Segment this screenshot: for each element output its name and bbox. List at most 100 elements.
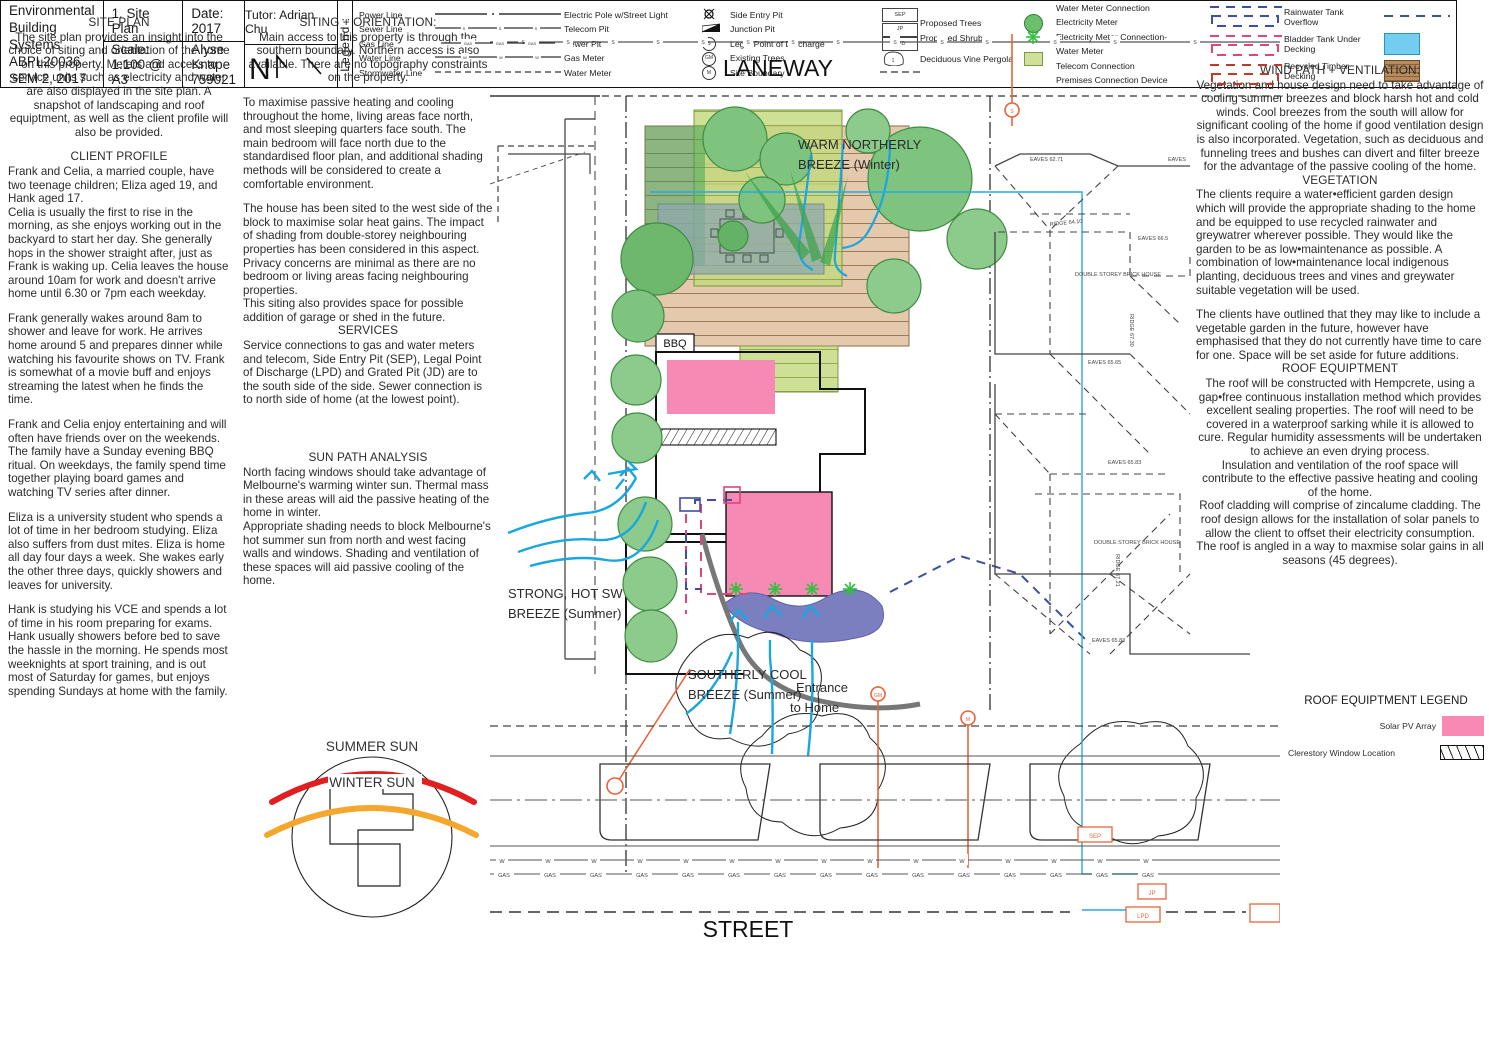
legend-label: Legend :	[338, 16, 352, 72]
legend-item: Water Meter	[1056, 44, 1284, 59]
meter-boxes-blue	[679, 497, 701, 512]
sun-path-p1: North facing windows should take advanta…	[243, 465, 490, 520]
bladder-tank-icon	[1384, 33, 1420, 55]
roof-legend-title: ROOF EQUIPTMENT LEGEND	[1304, 694, 1468, 707]
telecom-connection	[694, 494, 734, 504]
svg-text:W: W	[1143, 859, 1149, 865]
electricity-service-lines	[606, 34, 1020, 874]
svg-text:W: W	[535, 55, 539, 60]
proposed-tree	[867, 126, 973, 232]
legend-item: Recycled Timber Decking	[1284, 58, 1452, 84]
legend-item: Water Line W W W	[359, 52, 564, 66]
legend-label-text: Telecom Connection	[1056, 60, 1135, 71]
svg-text:EAVES 62.71: EAVES 62.71	[1030, 157, 1063, 163]
north-arrow: N	[245, 45, 337, 88]
proposed-tree	[617, 496, 673, 552]
southerly-breeze-label-1: SOUTHERLY COOL	[688, 667, 807, 682]
neighbour-properties-east	[994, 153, 1250, 655]
legend-item: Power Line	[359, 8, 564, 22]
proposed-tree	[717, 220, 749, 252]
legend-item: Gas Meter GM	[564, 51, 730, 66]
water-meter-connection-icon	[1210, 2, 1282, 14]
svg-text:GAS: GAS	[636, 873, 648, 879]
svg-text:GAS: GAS	[820, 873, 832, 879]
tutor-name: Tutor: Adrian Chu	[245, 1, 337, 45]
vegetation-heading: VEGETATION	[1302, 172, 1378, 187]
summer-label-bg	[320, 738, 430, 753]
svg-text:W: W	[683, 859, 689, 865]
roof-legend-item-clerestory: Clerestory Window Location	[1288, 745, 1484, 760]
svg-text:S: S	[701, 40, 705, 46]
legend-label-text: Power Line	[359, 9, 403, 20]
proposed-tree	[624, 609, 678, 663]
services-heading: SERVICES	[337, 323, 399, 338]
svg-text:RIDGE 67.30: RIDGE 67.30	[1128, 314, 1134, 347]
svg-text:S: S	[1113, 40, 1117, 46]
client-profile-p3: Frank generally wakes around 8am to show…	[8, 311, 225, 407]
svg-text:EAVES 65.65: EAVES 65.65	[1088, 360, 1121, 366]
extra-pit-box	[1249, 903, 1280, 923]
svg-text:S: S	[746, 40, 750, 46]
sw-breeze-label-2: BREEZE (Summer)	[508, 606, 621, 621]
svg-text:GAS: GAS	[866, 873, 878, 879]
proposed-tree	[622, 556, 678, 612]
jp-pit-box	[1137, 883, 1167, 900]
svg-text:M: M	[966, 717, 970, 723]
pergola-swatch-icon	[1024, 51, 1043, 66]
solar-pv-array-lower	[725, 491, 833, 597]
sw-breeze-label-1: STRONG, HOT SW	[508, 586, 623, 601]
legend-item: Water Meter M	[564, 66, 730, 80]
svg-text:W: W	[637, 859, 643, 865]
svg-text:S: S	[1053, 40, 1057, 46]
svg-text:GAS: GAS	[496, 41, 505, 46]
legend-label-text: Side Entry Pit	[730, 9, 783, 20]
title-block: Environmental Building Systems ABPL20036…	[0, 0, 1457, 88]
legend-item: Deciduous Vine Pergola	[920, 46, 1056, 72]
sewer-line-symbol: S S S	[435, 24, 561, 34]
water-meter-code: M	[706, 69, 712, 76]
legend-item: Electric Pole w/Street Light	[564, 8, 730, 22]
legend-label-text: Rainwater Tank Overflow	[1284, 7, 1344, 27]
winter-sun-arc	[264, 805, 479, 838]
legend-item: Site Boundary	[730, 66, 920, 80]
legend-label-text: Electric Pole w/Street Light	[564, 9, 668, 20]
sheet-date: Date: 2017	[183, 1, 244, 42]
svg-text:RIDGE 64.10: RIDGE 64.10	[1050, 219, 1083, 228]
siting-p3: The house has been sited to the west sid…	[243, 202, 493, 297]
course-code: ABPL20036	[9, 53, 81, 69]
driveway-path	[699, 533, 921, 711]
svg-text:DOUBLE STOREY BRICK HOUSE: DOUBLE STOREY BRICK HOUSE	[1094, 540, 1180, 546]
wind-body: Vegetation and house design need to take…	[1196, 78, 1484, 174]
svg-text:EAVES 65.83: EAVES 65.83	[1108, 460, 1141, 466]
legend-item: Existing Trees 1	[730, 51, 920, 67]
proposed-tree	[610, 354, 662, 406]
svg-text:1: 1	[892, 58, 895, 64]
site-plan-body: The site plan provides an insight into t…	[8, 30, 230, 139]
wind-heading: WIND PATH + VENTILATION:	[1259, 63, 1421, 77]
service-connections	[685, 494, 1091, 645]
svg-text:RIDGE 67.21: RIDGE 67.21	[1114, 554, 1120, 587]
side-entry-pit-icon: SEP	[882, 8, 918, 22]
legend-label-text: Sewer Pit	[564, 38, 602, 49]
svg-text:GAS: GAS	[1004, 873, 1016, 879]
siting-p4: This siting also provides space for poss…	[243, 297, 464, 324]
warm-breeze-fan	[745, 170, 848, 266]
svg-text:W: W	[545, 859, 551, 865]
sheet-author: Alyse Knape 759021	[191, 42, 236, 87]
sewer-pit-code: S	[707, 40, 711, 47]
client-profile-p6: Hank is studying his VCE and spends a lo…	[8, 603, 228, 698]
entrance-label-1: Entrance	[796, 680, 848, 695]
right-text-column: WIND PATH + VENTILATION: Vegetation and …	[1196, 63, 1484, 578]
svg-text:S: S	[611, 40, 615, 46]
jp-pit-label: JP	[1148, 891, 1155, 897]
clerestory-window-swatch	[1440, 745, 1484, 760]
gas-line-symbol: GAS GAS GAS	[435, 38, 561, 49]
legend-item: Telecom Connection	[1056, 59, 1284, 73]
svg-text:GAS: GAS	[498, 873, 510, 879]
roof-p2: Insulation and ventilation of the roof s…	[1202, 458, 1478, 499]
svg-text:GAS: GAS	[464, 41, 473, 46]
course-name: Environmental Building Systems	[9, 2, 95, 52]
proposed-tree	[611, 289, 665, 343]
svg-text:W: W	[499, 55, 503, 60]
svg-text:EAVES: EAVES	[1168, 157, 1186, 163]
